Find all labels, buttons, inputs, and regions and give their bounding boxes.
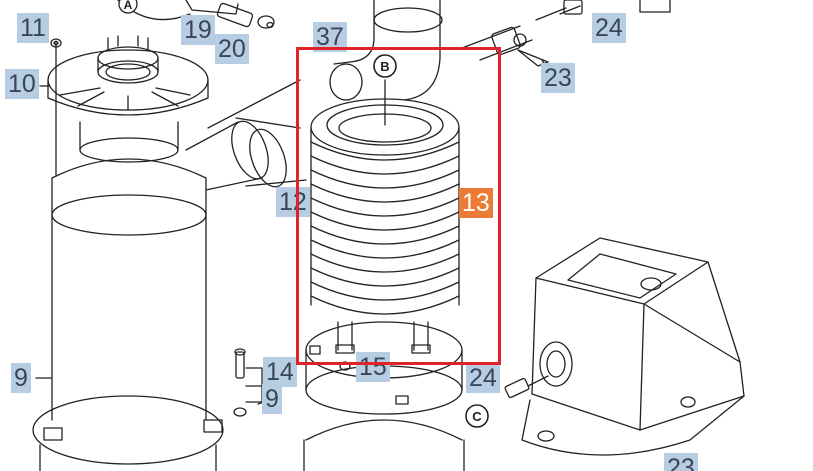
heating-coil-part[interactable]	[310, 79, 460, 354]
callout-14[interactable]: 14	[263, 357, 297, 387]
elbow-pipe-assembly[interactable]	[117, 0, 443, 129]
callout-9-left[interactable]: 9	[11, 363, 31, 393]
callout-19[interactable]: 19	[181, 15, 215, 45]
callout-23-bottom[interactable]: 23	[664, 453, 698, 471]
marker-a-icon: A	[118, 0, 138, 14]
callout-13-highlighted[interactable]: 13	[459, 188, 493, 218]
callout-15[interactable]: 15	[356, 352, 390, 382]
control-box-part[interactable]	[504, 237, 745, 456]
callout-9-small[interactable]: 9	[262, 384, 282, 414]
marker-c-icon: C	[465, 404, 489, 428]
callout-10[interactable]: 10	[5, 69, 39, 99]
callout-24-mid[interactable]: 24	[466, 363, 500, 393]
bolt-part[interactable]	[233, 348, 263, 417]
svg-text:B: B	[380, 59, 389, 74]
valve-assembly[interactable]	[461, 0, 671, 67]
svg-text:C: C	[472, 409, 482, 424]
callout-20[interactable]: 20	[215, 34, 249, 64]
selected-part-highlight-box	[296, 47, 501, 365]
callout-23-top[interactable]: 23	[541, 63, 575, 93]
tank-cylinder-assembly[interactable]	[32, 35, 307, 471]
callout-24-top[interactable]: 24	[592, 13, 626, 43]
nut-part[interactable]	[50, 38, 62, 48]
svg-text:A: A	[124, 0, 133, 12]
callout-11[interactable]: 11	[17, 13, 49, 43]
callout-12[interactable]: 12	[276, 187, 310, 217]
marker-b-icon: B	[373, 54, 397, 78]
